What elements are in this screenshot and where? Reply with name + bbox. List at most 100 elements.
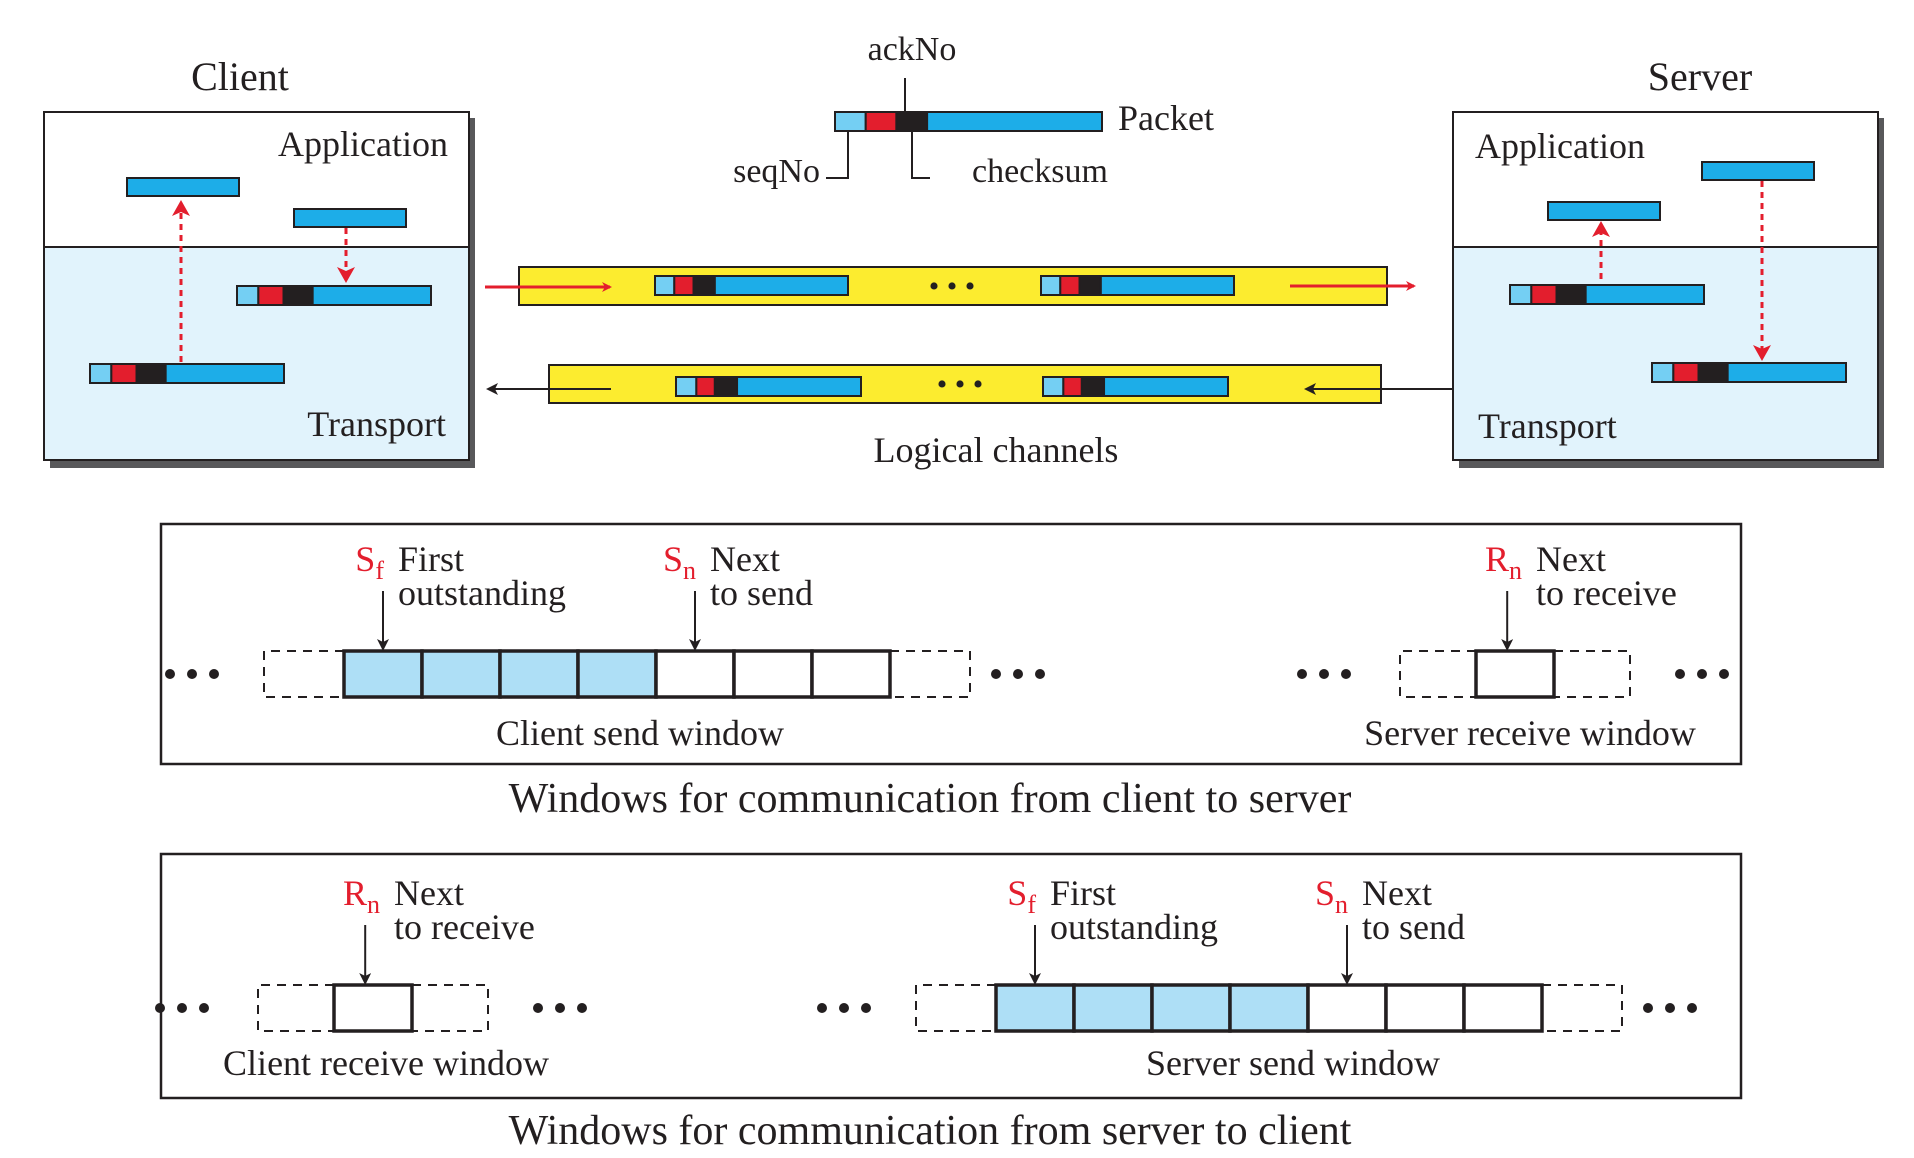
payload-field xyxy=(736,376,862,397)
s2c-send-sn-pointer-subscript: n xyxy=(1335,890,1348,919)
checksum-label: checksum xyxy=(972,153,1108,190)
channel-packet xyxy=(654,275,850,296)
logical-channels: • • • • • • Logical channels xyxy=(485,266,1453,470)
s2c-recv-rn-pointer-subscript: n xyxy=(367,890,380,919)
c2s-recv-ellipsis-left xyxy=(1297,669,1307,679)
s2c-recv-ellipsis-left xyxy=(155,1003,165,1013)
sendable-slot xyxy=(1384,983,1466,1033)
c2s-recv-rn-pointer-text-line2: to receive xyxy=(1536,573,1677,613)
c2s-receive-window-label: Server receive window xyxy=(1364,713,1696,753)
c2s-send-ellipsis-right xyxy=(991,669,1001,679)
c2s-send-sn-pointer-text-line2: to send xyxy=(710,573,813,613)
server-host: Server Application Transport xyxy=(1452,54,1884,468)
s2c-send-sn-pointer-text-line2: to send xyxy=(1362,907,1465,947)
ack-field xyxy=(1062,376,1083,397)
s2c-send-sn-pointer-text-line1: Next xyxy=(1362,873,1432,913)
seqno-leader xyxy=(826,131,849,179)
client-app-message-sending xyxy=(293,208,407,228)
seq-field xyxy=(834,111,867,132)
payload-field xyxy=(1099,275,1235,296)
logical-channels-label: Logical channels xyxy=(874,430,1119,470)
c2s-recv-ellipsis-right xyxy=(1719,669,1729,679)
s2c-send-future-slot xyxy=(1542,984,1623,1032)
server-app-message-received xyxy=(1547,201,1661,221)
c2s-panel xyxy=(159,522,1743,766)
outstanding-slot xyxy=(498,649,580,699)
outstanding-slot xyxy=(994,983,1076,1033)
sendable-slot xyxy=(654,649,736,699)
ackno-label: ackNo xyxy=(868,31,957,68)
c2s-send-window-label: Client send window xyxy=(496,713,784,753)
packet-legend: ackNo Packet seqNo checksum xyxy=(733,31,1214,190)
outstanding-slot xyxy=(1228,983,1310,1033)
ack-field xyxy=(673,275,695,296)
ack-field xyxy=(1530,284,1558,305)
c2s-send-sn-pointer-subscript: n xyxy=(683,556,696,585)
s2c-send-ellipsis-right xyxy=(1643,1003,1653,1013)
c2s-send-ellipsis-left xyxy=(209,669,219,679)
s2c-send-ellipsis-left xyxy=(839,1003,849,1013)
s2c-send-prior-slot xyxy=(915,984,996,1032)
checksum-field xyxy=(1080,376,1106,397)
channel-packet xyxy=(675,376,862,397)
c2s-recv-rn-pointer-subscript: n xyxy=(1509,556,1522,585)
checksum-field xyxy=(1078,275,1102,296)
client-transport-packet-outgoing xyxy=(236,285,432,306)
s2c-caption: Windows for communication from server to… xyxy=(509,1108,1352,1154)
payload-field xyxy=(311,285,432,306)
s2c-send-sf-pointer-text-line1: First xyxy=(1050,873,1116,913)
c2s-recv-prior-slot xyxy=(1399,650,1476,698)
client-send-arrow-head xyxy=(337,267,355,283)
ack-field xyxy=(1672,362,1700,383)
c2s-send-ellipsis-left xyxy=(165,669,175,679)
c2s-send-ellipsis-left xyxy=(187,669,197,679)
client-app-message-received xyxy=(126,177,240,197)
channel-packet xyxy=(1042,376,1230,397)
server-application-label: Application xyxy=(1475,126,1645,166)
payload-field xyxy=(713,275,850,296)
ack-field xyxy=(1059,275,1081,296)
c2s-recv-ellipsis-right xyxy=(1697,669,1707,679)
sendable-slot xyxy=(732,649,814,699)
s2c-panel xyxy=(159,852,1743,1100)
checksum-field xyxy=(135,363,167,384)
seq-field xyxy=(1040,275,1062,296)
server-transport-label: Transport xyxy=(1478,406,1617,446)
s2c-send-sf-pointer-text-line2: outstanding xyxy=(1050,907,1218,947)
packet-label: Packet xyxy=(1118,98,1214,138)
s2c-recv-ellipsis-left xyxy=(199,1003,209,1013)
client-transport-label: Transport xyxy=(307,404,446,444)
s2c-recv-future-slot xyxy=(412,984,489,1032)
c2s-send-future-slot xyxy=(890,650,971,698)
c2s-caption: Windows for communication from client to… xyxy=(509,776,1352,822)
seq-field xyxy=(1651,362,1675,383)
c2s-send-sf-pointer-text-line1: First xyxy=(398,539,464,579)
sendable-slot xyxy=(1306,983,1388,1033)
channel-ellipsis-top: • • • xyxy=(929,270,976,303)
checksum-field xyxy=(1697,362,1729,383)
outstanding-slot xyxy=(1150,983,1232,1033)
receive-slot xyxy=(332,983,414,1033)
s2c-send-ellipsis-left xyxy=(817,1003,827,1013)
c2s-recv-future-slot xyxy=(1554,650,1631,698)
client-host: Client Application Transport xyxy=(43,54,475,468)
c2s-send-ellipsis-right xyxy=(1035,669,1045,679)
ack-field xyxy=(257,285,285,306)
s2c-recv-ellipsis-left xyxy=(177,1003,187,1013)
client-transport-packet-incoming xyxy=(89,363,285,384)
s2c-recv-rn-pointer-text-line1: Next xyxy=(394,873,464,913)
checksum-field xyxy=(895,111,929,132)
s2c-send-sf-pointer-subscript: f xyxy=(1027,890,1036,919)
checksum-field xyxy=(282,285,314,306)
seq-field xyxy=(675,376,698,397)
server-transport-packet-outgoing xyxy=(1651,362,1848,383)
s2c-send-window-label: Server send window xyxy=(1146,1043,1440,1083)
sendable-slot xyxy=(1462,983,1544,1033)
receive-slot xyxy=(1474,649,1556,699)
